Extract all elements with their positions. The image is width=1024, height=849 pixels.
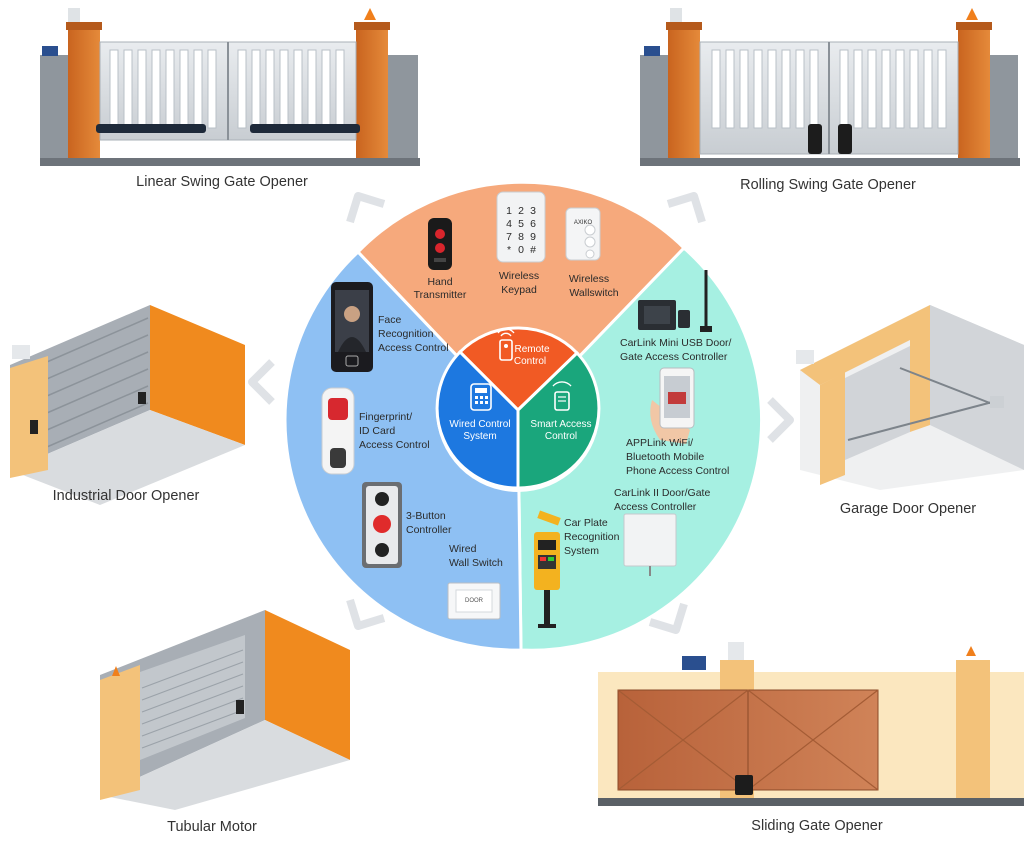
mobile-phone-device bbox=[650, 367, 695, 444]
sliding-gate-caption: Sliding Gate Opener bbox=[751, 818, 883, 834]
arrow-left-icon bbox=[248, 359, 275, 405]
industrial-door-caption: Industrial Door Opener bbox=[53, 488, 200, 504]
wall-switch-label-1: Wired bbox=[449, 543, 477, 555]
car-plate-label-1: Car Plate bbox=[564, 517, 608, 529]
linear-swing-gate-caption: Linear Swing Gate Opener bbox=[136, 174, 308, 190]
keypad-key-4: 4 bbox=[506, 218, 512, 230]
car-plate-label-3: System bbox=[564, 545, 599, 557]
wireless-keypad-label-1: Wireless bbox=[499, 270, 539, 282]
wireless-keypad-device: 1 2 3 4 5 6 7 8 9 * 0 # bbox=[496, 191, 546, 263]
arrow-top-right-icon bbox=[666, 192, 706, 224]
face-recognition-label-1: Face bbox=[378, 314, 402, 326]
keypad-key-0: 0 bbox=[518, 244, 524, 256]
keypad-key-hash: # bbox=[530, 244, 536, 256]
hub-wired-segment bbox=[435, 349, 520, 490]
tubular-motor-caption: Tubular Motor bbox=[167, 819, 257, 835]
keypad-key-2: 2 bbox=[518, 205, 524, 217]
smart-access-sector bbox=[516, 245, 764, 652]
hub-smart-label-2: Control bbox=[545, 431, 577, 442]
hub-smart-label-1: Smart Access bbox=[530, 419, 591, 430]
linear-swing-gate-illustration bbox=[40, 8, 420, 166]
carlink-mini-label-1: CarLink Mini USB Door/ bbox=[620, 337, 732, 349]
face-recognition-device bbox=[331, 282, 373, 372]
arrow-bottom-left-icon bbox=[346, 598, 386, 630]
keypad-key-5: 5 bbox=[518, 218, 524, 230]
carlink-ii-device bbox=[623, 513, 677, 576]
rolling-swing-gate-caption: Rolling Swing Gate Opener bbox=[740, 177, 916, 193]
applink-label-1: APPLink WiFi/ bbox=[626, 437, 693, 449]
three-button-label-1: 3-Button bbox=[406, 510, 446, 522]
hand-transmitter-label-2: Transmitter bbox=[414, 289, 467, 301]
applink-label-2: Bluetooth Mobile bbox=[626, 451, 704, 463]
garage-door-caption: Garage Door Opener bbox=[840, 501, 976, 517]
wall-switch-plate-text: DOOR bbox=[465, 598, 484, 604]
three-button-label-2: Controller bbox=[406, 524, 452, 536]
wired-wall-switch-device: DOOR bbox=[447, 582, 501, 620]
carlink-ii-label-2: Access Controller bbox=[614, 501, 697, 513]
wireless-wallswitch-device: AXIKO bbox=[565, 207, 601, 261]
garage-door-illustration bbox=[796, 305, 1024, 490]
wireless-keypad-label-2: Keypad bbox=[501, 284, 537, 296]
fingerprint-label-1: Fingerprint/ bbox=[359, 411, 412, 423]
keypad-key-7: 7 bbox=[506, 231, 512, 243]
fingerprint-label-2: ID Card bbox=[359, 425, 395, 437]
keypad-icon bbox=[470, 383, 492, 411]
hub-smart-segment bbox=[516, 350, 601, 490]
arrow-top-left-icon bbox=[346, 192, 386, 224]
fingerprint-reader-device bbox=[321, 387, 355, 475]
industrial-door-illustration bbox=[10, 305, 245, 505]
arrow-right-icon bbox=[767, 397, 794, 443]
carlink-ii-label-1: CarLink II Door/Gate bbox=[614, 487, 710, 499]
carlink-mini-device bbox=[638, 270, 712, 332]
face-recognition-label-2: Recognition bbox=[378, 328, 434, 340]
remote-control-icon bbox=[497, 328, 515, 361]
keypad-key-3: 3 bbox=[530, 205, 536, 217]
hub-remote-segment bbox=[457, 326, 580, 413]
hub-wired-label-2: System bbox=[463, 431, 496, 442]
fingerprint-label-3: Access Control bbox=[359, 439, 430, 451]
carlink-mini-label-2: Gate Access Controller bbox=[620, 351, 728, 363]
smart-card-icon bbox=[552, 381, 572, 411]
rolling-swing-gate-illustration bbox=[640, 8, 1020, 166]
keypad-key-6: 6 bbox=[530, 218, 536, 230]
three-button-controller-device bbox=[362, 482, 402, 568]
hand-transmitter-label-1: Hand bbox=[427, 276, 452, 288]
keypad-key-8: 8 bbox=[518, 231, 524, 243]
wireless-wallswitch-label-2: Wallswitch bbox=[569, 287, 618, 299]
hub-wired-label-1: Wired Control bbox=[449, 419, 510, 430]
sliding-gate-illustration bbox=[598, 642, 1024, 806]
wireless-wallswitch-label-1: Wireless bbox=[569, 273, 609, 285]
car-plate-recognition-device bbox=[534, 510, 561, 628]
hand-transmitter-device bbox=[428, 218, 452, 270]
wallswitch-brand: AXIKO bbox=[574, 220, 593, 226]
hub-remote-label-1: Remote bbox=[514, 344, 549, 355]
car-plate-label-2: Recognition bbox=[564, 531, 620, 543]
keypad-key-star: * bbox=[507, 244, 511, 256]
hub-remote-label-2: Control bbox=[514, 356, 546, 367]
tubular-motor-illustration bbox=[100, 610, 350, 810]
face-recognition-label-3: Access Control bbox=[378, 342, 449, 354]
keypad-key-1: 1 bbox=[506, 205, 512, 217]
wall-switch-label-2: Wall Switch bbox=[449, 557, 503, 569]
arrow-bottom-right-icon bbox=[648, 602, 688, 634]
applink-label-3: Phone Access Control bbox=[626, 465, 729, 477]
keypad-key-9: 9 bbox=[530, 231, 536, 243]
direction-arrows bbox=[248, 192, 794, 634]
